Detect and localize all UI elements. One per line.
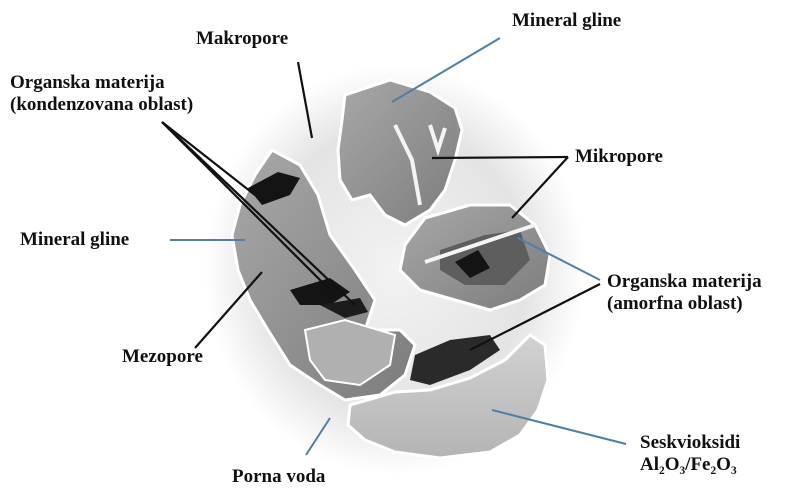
label-mezopore: Mezopore	[122, 346, 203, 368]
label-porna-voda: Porna voda	[232, 466, 325, 488]
label-mikropore: Mikropore	[575, 146, 663, 168]
label-mineral-gline-top: Mineral gline	[512, 10, 621, 32]
label-organska-amorfna: Organska materija (amorfna oblast)	[607, 271, 762, 315]
label-mineral-gline-top-text: Mineral gline	[512, 10, 621, 32]
label-organska-kondenzovana: Organska materija (kondenzovana oblast)	[10, 72, 193, 116]
leader-mikropore-a	[432, 157, 568, 158]
label-mineral-gline-left: Mineral gline	[20, 229, 129, 251]
label-organska-amorfna-line1: Organska materija	[607, 271, 762, 293]
label-makropore-text: Makropore	[196, 28, 288, 50]
label-mezopore-text: Mezopore	[122, 346, 203, 368]
label-makropore: Makropore	[196, 28, 288, 50]
label-seskvioksidi-line1: Seskvioksidi	[640, 432, 740, 454]
label-mineral-gline-left-text: Mineral gline	[20, 229, 129, 251]
label-seskvioksidi-line2: Al₂O₃/Fe₂O₃	[640, 454, 740, 476]
label-mikropore-text: Mikropore	[575, 146, 663, 168]
label-organska-kondenzovana-line2: (kondenzovana oblast)	[10, 94, 193, 116]
label-porna-voda-text: Porna voda	[232, 466, 325, 488]
label-organska-amorfna-line2: (amorfna oblast)	[607, 293, 762, 315]
label-seskvioksidi: Seskvioksidi Al₂O₃/Fe₂O₃	[640, 432, 740, 476]
label-organska-kondenzovana-line1: Organska materija	[10, 72, 193, 94]
